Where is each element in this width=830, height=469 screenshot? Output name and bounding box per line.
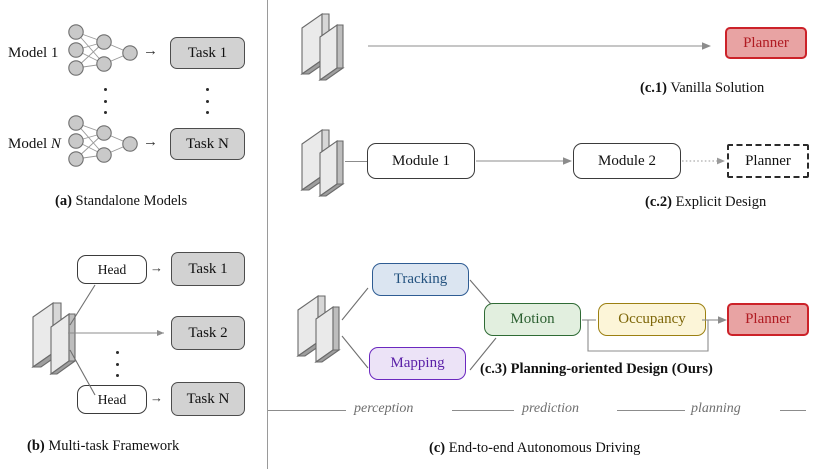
panel-c2-module-1-box: Module 1 [367,143,475,179]
panel-a-model-n-label: Model N [8,136,61,153]
panel-b-task-1-box: Task 1 [171,252,245,286]
panel-a-arrow-2-icon: → [143,134,158,150]
stage-rule-2 [452,410,514,411]
panel-c3-occupancy-label: Occupancy [618,311,686,327]
panel-b-task-n-box: Task N [171,382,245,416]
panel-c2-module-2-box: Module 2 [573,143,681,179]
stage-label-planning: planning [691,401,741,416]
panel-b-connector-lines [68,284,164,396]
panel-c3-tracking-box: Tracking [372,263,469,296]
stage-rule-4 [780,410,806,411]
backbone-feature-slabs-icon [300,128,345,198]
panel-a-model-n-prefix: Model [8,136,48,152]
panel-a-tag: (a) [55,193,72,209]
panel-c3-planner-box: Planner [727,303,809,336]
stage-rule-3 [617,410,685,411]
panel-c3-motion-box: Motion [484,303,581,336]
panel-c1-caption: (c.1) Vanilla Solution [640,80,764,97]
panel-b-vertical-ellipsis-icon [115,351,119,377]
panel-c-caption: (c) End-to-end Autonomous Driving [429,440,640,457]
panel-a-left-vertical-ellipsis-icon [103,88,107,114]
panel-c1-tag: (c.1) [640,80,667,96]
panel-a-task-n-label: Task N [186,136,229,153]
panel-c3-mapping-box: Mapping [369,347,466,380]
panel-b-tag: (b) [27,438,45,454]
panel-b-head-1-box: Head [77,255,147,284]
backbone-feature-slabs-icon [31,301,77,376]
panel-a-task-1-label: Task 1 [187,44,228,61]
panel-c1-planner-box: Planner [725,27,807,59]
panel-b-arrow-1-icon: → [150,260,163,275]
panel-c3-mapping-label: Mapping [390,355,445,371]
panel-b-task-2-label: Task 2 [188,324,228,341]
panel-b-head-2-label: Head [97,391,127,407]
neural-network-icon [68,24,138,76]
panel-a-task-n-index: N [218,135,229,152]
panel-a-task-n-box: Task N [170,128,245,160]
panel-c2-planner-box: Planner [727,144,809,178]
panel-c1-arrow-icon [368,42,711,50]
panel-b-task-2-box: Task 2 [171,316,245,350]
stage-rule-1 [268,410,346,411]
panel-a-model-n-index: N [50,136,61,152]
panel-a-task-n-prefix: Task [186,135,215,152]
panel-c1-caption-text: Vanilla Solution [670,80,765,96]
panel-c2-module-2-label: Module 2 [598,152,656,169]
stage-label-prediction: prediction [522,401,580,416]
panel-c3-planner-label: Planner [745,311,791,327]
panel-a-right-vertical-ellipsis-icon [205,88,209,114]
panel-b-head-2-box: Head [77,385,147,414]
backbone-feature-slabs-icon [300,12,345,82]
panel-a-caption-text: Standalone Models [75,193,188,209]
panel-c3-tag: (c.3) [480,361,507,377]
panel-a-task-1-box: Task 1 [170,37,245,69]
panel-c2-tag: (c.2) [645,194,672,210]
backbone-feature-slabs-icon [296,294,341,364]
panel-c3-bracket-connectors [582,316,727,352]
panel-a-model-1-label: Model 1 [8,45,59,61]
panel-c2-caption-text: Explicit Design [675,194,767,210]
panel-b-caption-text: Multi-task Framework [48,438,180,454]
panel-c2-module-1-label: Module 1 [392,152,450,169]
panel-b-task-n-text: Task N [186,390,230,407]
panel-b-head-1-label: Head [97,261,127,277]
panel-c2-arrow-1-icon [476,157,572,165]
neural-network-icon [68,115,138,167]
panel-divider [267,0,268,469]
panel-b-arrow-2-icon: → [150,390,163,405]
panel-c-caption-text: End-to-end Autonomous Driving [448,440,641,456]
panel-c2-caption: (c.2) Explicit Design [645,194,766,211]
panel-c1-planner-label: Planner [743,34,789,51]
panel-c3-occupancy-box: Occupancy [598,303,706,336]
panel-c3-tracking-label: Tracking [393,271,448,287]
panel-c3-caption: (c.3) Planning-oriented Design (Ours) [480,361,713,378]
panel-c2-backbone-connector [345,161,367,162]
panel-c-tag: (c) [429,440,446,456]
panel-b-task-1-label: Task 1 [188,260,228,277]
panel-b-caption: (b) Multi-task Framework [27,438,179,455]
stage-label-perception: perception [354,401,414,416]
panel-a-caption: (a) Standalone Models [55,193,187,210]
panel-b-task-n-label: Task N [187,391,230,408]
panel-c2-dotted-arrow-icon [682,157,725,165]
panel-c3-caption-text: Planning-oriented Design (Ours) [510,361,713,377]
panel-a-arrow-1-icon: → [143,43,158,59]
panel-c3-motion-label: Motion [510,311,555,327]
panel-c2-planner-label: Planner [745,152,791,169]
